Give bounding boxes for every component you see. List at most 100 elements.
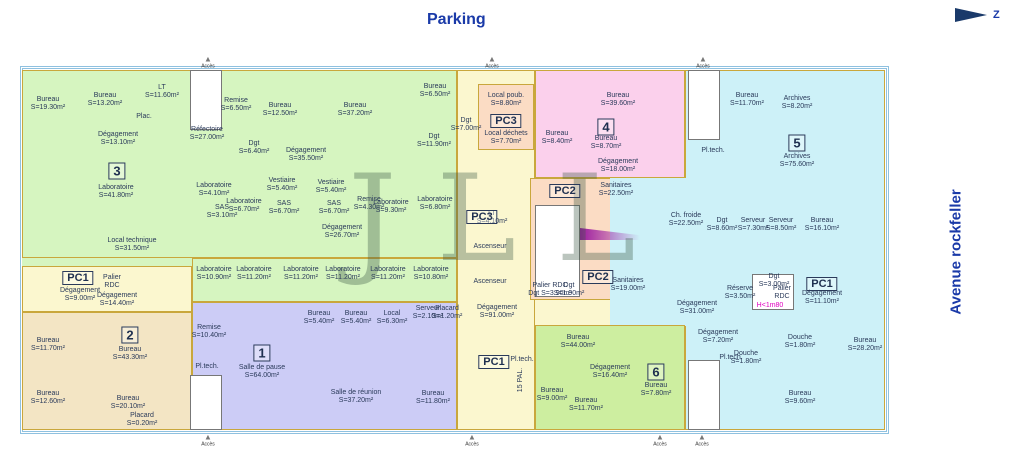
room-area: S=11.20m² — [371, 274, 405, 281]
room-area: S=5.40m² — [303, 318, 335, 325]
room-name: Dégagement — [476, 304, 518, 311]
room-name: Serveur — [740, 217, 766, 224]
room-name: Plac. — [136, 113, 152, 120]
room-name: Bureau — [307, 310, 331, 317]
room-area: S=12.60m² — [30, 398, 66, 405]
room-name: Remise — [197, 324, 221, 331]
room-area: S=8.70m² — [590, 143, 622, 150]
room-name: Palier — [773, 285, 791, 292]
room-name: Local poub. — [487, 92, 525, 99]
room-area: S=1.80m² — [730, 358, 762, 365]
room-name: Archives — [783, 95, 811, 102]
room-name: Laboratoire — [373, 199, 409, 206]
stair-core — [535, 205, 580, 297]
room-name: Serveur — [415, 305, 441, 312]
room-area: S=22.50m² — [668, 220, 704, 227]
room-label: Pl.tech. — [195, 363, 218, 371]
zone-4-area — [535, 70, 685, 178]
room-label: Pl.tech. — [701, 147, 724, 155]
room-area: S=1.20m² — [431, 313, 463, 320]
room-name: LT — [488, 210, 496, 217]
access-marker: Accès — [653, 433, 667, 448]
room-name: Dégagement — [676, 300, 718, 307]
room-name: Placard — [435, 305, 459, 312]
room-area: S=18.00m² — [600, 166, 636, 173]
room-label: Plac. — [136, 113, 152, 121]
room-name: LT — [158, 84, 166, 91]
room-area: S=5.40m² — [266, 185, 298, 192]
room-area: S=3.10m² — [206, 212, 238, 219]
room-name: Bureau — [93, 92, 117, 99]
room-area: S=31.00m² — [679, 308, 715, 315]
pc3-area — [478, 84, 534, 150]
technical-shaft-nw — [190, 70, 222, 130]
room-name: Bureau — [116, 395, 140, 402]
room-area: S=5.40m² — [315, 187, 347, 194]
room-area: S=9.60m² — [784, 398, 816, 405]
room-area: RDC — [104, 282, 120, 289]
room-label: H<1m80 — [757, 302, 784, 310]
room-area: S=31.50m² — [114, 245, 150, 252]
room-area: S=1.80m² — [784, 342, 816, 349]
room-area: S=11.70m² — [730, 100, 764, 107]
zone-3-area — [22, 70, 457, 258]
room-name: Dégagement — [589, 364, 631, 371]
room-name: Laboratoire — [196, 182, 232, 189]
room-name: 15 PAL. — [517, 367, 524, 393]
room-name: Local déchets — [484, 130, 528, 137]
room-area: S=4.30m² — [353, 204, 385, 211]
room-area: S=16.40m² — [592, 372, 628, 379]
room-label: Pl.tech. — [510, 356, 533, 364]
room-name: Bureau — [606, 92, 630, 99]
access-marker: Accès — [485, 55, 499, 70]
room-name: Local technique — [107, 237, 157, 244]
room-name: Laboratoire — [325, 266, 361, 273]
room-area: S=14.40m² — [99, 300, 135, 307]
room-area: S=9.00m² — [536, 395, 568, 402]
room-area: S=8.60m² — [706, 225, 738, 232]
room-area: S=0.20m² — [126, 420, 158, 427]
room-name: Bureau — [268, 102, 292, 109]
room-name: Bureau — [421, 390, 445, 397]
room-name: Sanitaires — [612, 277, 644, 284]
room-area: RDC — [774, 293, 790, 300]
room-name: Bureau — [735, 92, 759, 99]
room-area: S=27.00m² — [189, 134, 225, 141]
room-area: S=1.90m² — [553, 290, 585, 297]
room-name: Dégagement — [597, 158, 639, 165]
room-area: S=39.60m² — [600, 100, 636, 107]
room-name: Bureau — [853, 337, 877, 344]
room-label: 15 PAL. — [517, 368, 525, 392]
room-name: Placard — [130, 412, 154, 419]
room-name: Bureau — [545, 130, 569, 137]
room-area: S=8.20m² — [781, 103, 813, 110]
room-name: Vestiaire — [317, 179, 345, 186]
room-name: Dégagement — [801, 290, 843, 297]
